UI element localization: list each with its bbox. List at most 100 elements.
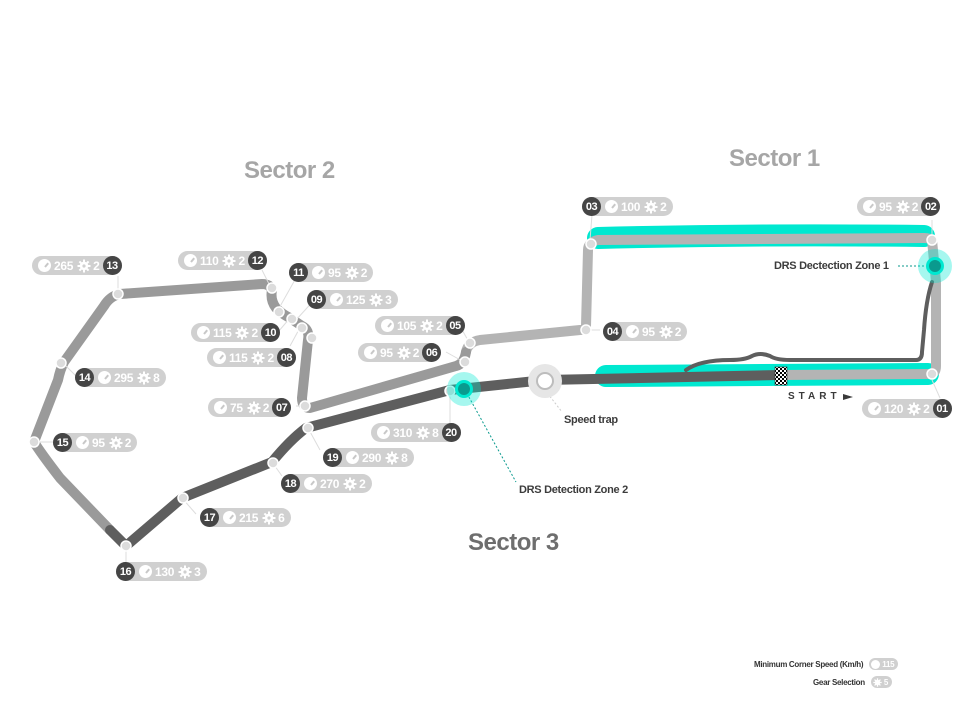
speed-icon [605,200,618,213]
corner-number-badge: 04 [603,322,622,341]
speed-icon [197,326,210,339]
corner-gear: 2 [93,258,100,273]
apex-01 [926,368,938,380]
speed-icon [346,451,359,464]
corner-06-info: 95 2 06 [358,343,442,362]
corner-speed: 120 [884,401,904,416]
corner-gear: 2 [124,435,132,450]
corner-number-badge: 16 [116,562,135,581]
corner-gear: 2 [238,253,245,268]
speed-icon [184,254,197,267]
gear-icon [896,200,910,213]
apex-12 [266,282,278,294]
speed-icon [868,402,881,415]
gear-icon [247,401,261,414]
corner-number-badge: 03 [582,197,601,216]
apex-06 [459,356,471,368]
gear-icon [369,293,383,306]
corner-gear: 2 [911,199,919,214]
speed-icon [626,325,639,338]
corner-20-info: 310 8 20 [371,423,461,442]
legend-gear-label: Gear Selection [813,677,865,687]
corner-gear: 2 [267,350,274,365]
gear-icon [251,351,265,364]
corner-gear: 8 [401,450,408,465]
corner-05-info: 105 2 05 [375,316,465,335]
speed-trap-marker [528,364,562,398]
corner-number-badge: 15 [53,433,72,452]
corner-speed: 75 [230,400,243,415]
corner-gear: 2 [436,318,443,333]
corner-number-badge: 14 [75,368,94,387]
start-label: START [788,391,841,402]
corner-number-badge: 09 [307,290,326,309]
corner-gear: 2 [923,401,930,416]
apex-17 [177,492,189,504]
apex-11 [273,306,285,318]
corner-number-badge: 18 [281,474,300,493]
corner-02-info: 95 2 02 [857,197,941,216]
apex-18 [267,457,279,469]
apex-08 [306,332,318,344]
corner-gear: 2 [412,345,420,360]
corner-gear: 2 [251,325,258,340]
speed-icon [863,200,876,213]
apex-05 [464,337,476,349]
corner-gear: 8 [153,370,160,385]
gear-icon [262,511,276,524]
gear-icon [343,477,357,490]
legend-speed-label: Minimum Corner Speed (Km/h) [754,659,864,669]
pit-lane [684,280,934,372]
corner-speed: 290 [362,450,382,465]
corner-number-badge: 11 [289,263,308,282]
apex-04 [580,324,592,336]
corner-speed: 310 [393,425,413,440]
gear-icon [907,402,921,415]
corner-gear: 2 [359,476,366,491]
corner-gear: 2 [360,265,368,280]
apex-14 [55,357,67,369]
apex-07 [299,400,311,412]
sector-2-label: Sector 2 [244,157,335,184]
gear-icon [420,319,434,332]
corner-08-info: 115 2 08 [207,348,296,367]
start-finish-line [774,366,788,386]
corner-04-info: 04 95 2 [603,322,688,341]
corner-speed: 115 [213,325,232,340]
corner-gear: 2 [660,199,667,214]
speed-icon [38,259,51,272]
legend-min-corner-speed: Minimum Corner Speed (Km/h) 115 [754,658,899,670]
speed-icon [377,426,390,439]
speed-icon [223,511,236,524]
speed-icon [364,346,377,359]
corner-number-badge: 02 [921,197,941,216]
gear-icon [397,346,411,359]
corner-speed: 95 [92,435,105,450]
corner-gear: 8 [432,425,439,440]
speed-icon [76,436,89,449]
gear-icon [416,426,430,439]
apex-03 [585,238,597,250]
legend-speed-pill: 115 [869,658,899,670]
gear-icon [345,266,359,279]
speed-icon [312,266,325,279]
corner-speed: 110 [200,253,219,268]
corner-15-info: 15 95 2 [53,433,138,452]
corner-07-info: 75 2 07 [208,398,292,417]
sector-3-label: Sector 3 [468,529,559,556]
corner-speed: 95 [879,199,892,214]
corner-speed: 125 [346,292,366,307]
corner-16-info: 16 130 3 [116,562,207,581]
speed-icon [871,659,881,669]
track-sector-1 [461,233,941,380]
corner-gear: 3 [194,564,201,579]
corner-speed: 115 [229,350,248,365]
corner-number-badge: 06 [422,343,442,362]
drs-zone-2-leader [464,389,517,483]
corner-19-info: 19 290 8 [323,448,414,467]
gear-icon [137,371,151,384]
corner-18-info: 18 270 2 [281,474,372,493]
corner-markers [28,234,938,552]
corner-number-badge: 07 [272,398,292,417]
